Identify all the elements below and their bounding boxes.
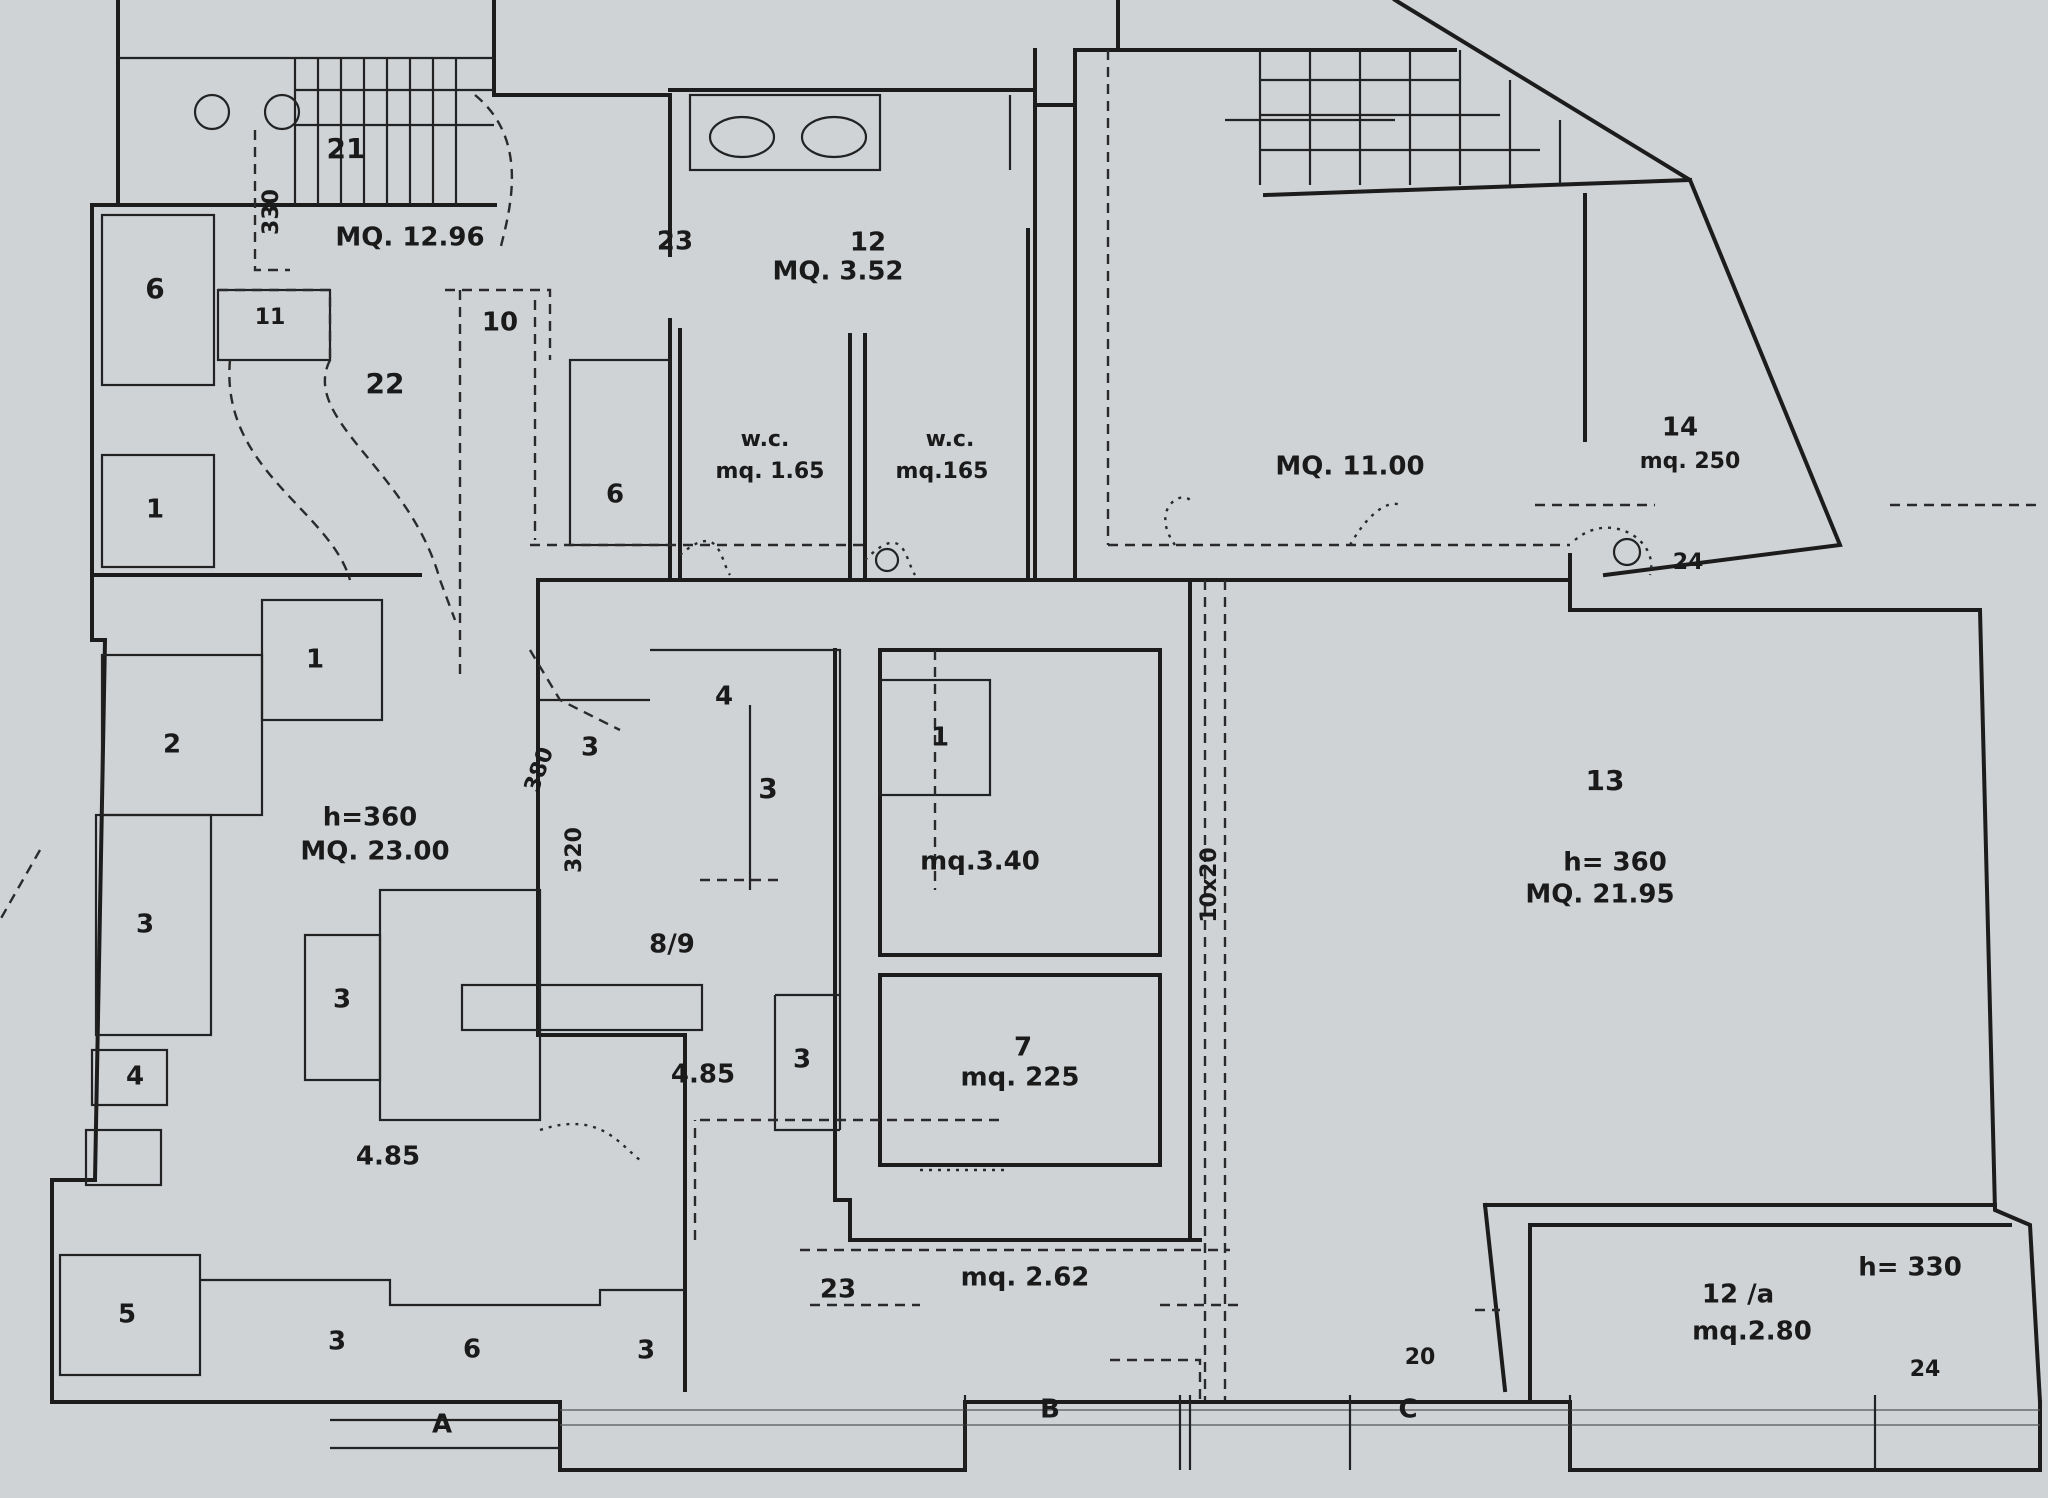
- label-item-1-mid: 1: [306, 645, 324, 675]
- label-room-21: 21: [327, 132, 366, 165]
- label-item-3-br: 3: [637, 1336, 655, 1366]
- staircase-right: [1225, 50, 1562, 185]
- drain-icon: [1612, 537, 1642, 567]
- label-tag-24-top: 24: [1673, 550, 1704, 575]
- label-area-upper-right: MQ. 11.00: [1275, 452, 1424, 482]
- label-wc-left-area: mq. 1.65: [716, 459, 825, 484]
- label-item-2: 2: [163, 730, 181, 760]
- label-item-4-a: 4: [715, 682, 733, 712]
- label-dim-320: 320: [562, 827, 587, 873]
- label-item-3-b: 3: [758, 772, 777, 805]
- dashed-beams: [0, 50, 2040, 1402]
- label-kitchen-area: MQ. 23.00: [300, 837, 449, 867]
- label-tag-23-bottom: 23: [820, 1275, 856, 1305]
- label-tag-24-bottom: 24: [1910, 1357, 1941, 1382]
- label-area-13: MQ. 21.95: [1525, 880, 1674, 910]
- label-tag-20: 20: [1405, 1345, 1436, 1370]
- label-dim-485-mid: 4.85: [671, 1060, 735, 1090]
- room-labels: 21 MQ. 12.96 6 11 10 22 1 6 23 12 MQ. 3.…: [118, 132, 1962, 1440]
- label-wc-right: w.c.: [926, 427, 975, 452]
- kitchen-fixtures: [58, 213, 992, 1377]
- label-tag-23-top: 23: [657, 227, 693, 257]
- label-item-11: 11: [255, 305, 286, 330]
- label-item-5: 5: [118, 1300, 136, 1330]
- label-item-8-9: 8/9: [649, 930, 695, 960]
- label-item-3-bl: 3: [328, 1327, 346, 1357]
- label-item-1-room: 1: [931, 723, 949, 753]
- label-door-b: B: [1040, 1395, 1060, 1425]
- label-area-mid: mq.3.40: [920, 847, 1040, 877]
- label-room-7: 7: [1014, 1033, 1032, 1063]
- label-dim-10x20: 10x20: [1197, 847, 1222, 922]
- label-door-a: A: [432, 1410, 452, 1440]
- label-item-3-left: 3: [136, 910, 154, 940]
- label-area-corridor: mq. 2.62: [961, 1263, 1090, 1293]
- label-item-6-top: 6: [145, 272, 164, 305]
- label-dim-330: 330: [259, 189, 284, 235]
- label-area-7: mq. 225: [961, 1063, 1080, 1093]
- label-item-4-left: 4: [126, 1062, 144, 1092]
- label-wc-right-area: mq.165: [896, 459, 989, 484]
- label-area-12: MQ. 3.52: [772, 257, 903, 287]
- label-area-21: MQ. 12.96: [335, 223, 484, 253]
- label-area-12a: mq.2.80: [1692, 1317, 1812, 1347]
- entrance-strip: [330, 1395, 2040, 1470]
- label-door-c: C: [1398, 1395, 1417, 1425]
- fixtures-circles: [874, 537, 1642, 573]
- label-item-3-c: 3: [793, 1045, 811, 1075]
- label-room-13: 13: [1586, 764, 1625, 797]
- walls: [50, 0, 2043, 1472]
- label-item-3-a: 3: [581, 733, 599, 763]
- label-item-10: 10: [482, 308, 518, 338]
- label-item-1-left: 1: [146, 495, 164, 525]
- floor-drain-icon: [874, 547, 900, 573]
- staircase-left: [118, 56, 494, 205]
- bath-fixtures: [688, 93, 1012, 172]
- label-room-12a: 12 /a: [1702, 1280, 1774, 1310]
- label-item-3-stove: 3: [333, 985, 351, 1015]
- label-item-6-bl: 6: [463, 1335, 481, 1365]
- label-item-6-mid: 6: [606, 480, 624, 510]
- label-dim-485-bottom: 4.85: [356, 1142, 420, 1172]
- label-room-12a-h: h= 330: [1858, 1253, 1962, 1283]
- label-room-13-h: h= 360: [1563, 848, 1667, 878]
- label-room-14: 14: [1662, 413, 1698, 443]
- door-swings: [539, 496, 1653, 1172]
- label-wc-left: w.c.: [741, 427, 790, 452]
- label-room-12: 12: [850, 228, 886, 258]
- label-room-22: 22: [366, 367, 405, 400]
- label-area-14: mq. 250: [1640, 449, 1741, 474]
- label-kitchen-h: h=360: [323, 803, 418, 833]
